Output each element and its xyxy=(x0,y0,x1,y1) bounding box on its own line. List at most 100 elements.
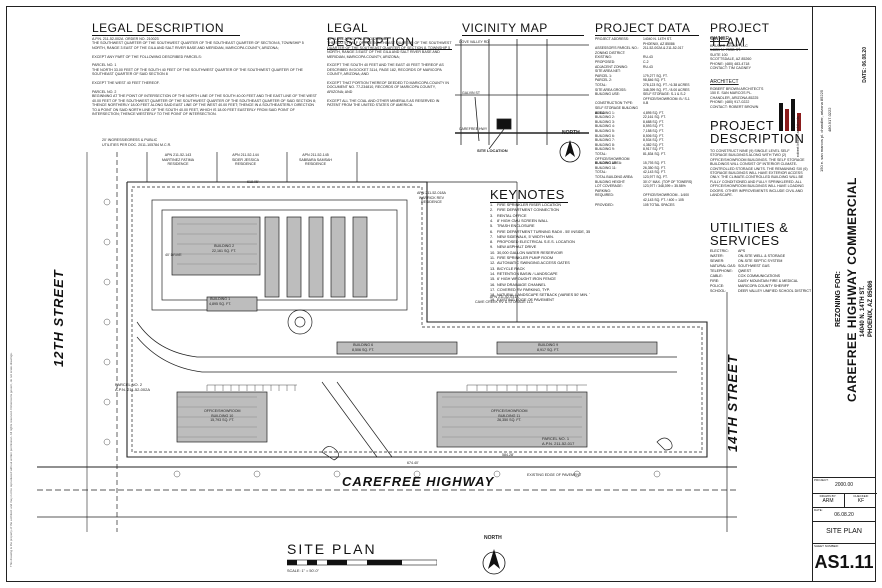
project-data-row: TOTAL: 278,123 SQ. FT. / 6.38 ACRES xyxy=(595,83,703,88)
carefree-highway-label: CAREFREE HIGHWAY xyxy=(342,474,495,489)
utility-row: SCHOOL:DEER VALLEY UNIFIED SCHOOL DISTRI… xyxy=(710,289,811,293)
project-data-row: BUILDING 6:8,506 SQ. FT. xyxy=(595,134,703,139)
project-data-label: ADJACENT ZONING: xyxy=(595,64,628,69)
project-data-value: 14040 N. 14TH ST. xyxy=(643,37,672,41)
project-data-label: OFFICE/SHOWROOM BUILDING AREA: xyxy=(595,156,630,166)
project-data-value: RU-43 xyxy=(643,64,653,69)
project-data-value: 42,143 SQ. FT. xyxy=(643,170,666,175)
drive-label-1: 40' DRIVE xyxy=(165,253,182,257)
vicinity-road-carefree: CAREFREE HWY xyxy=(459,127,488,131)
project-data-row: SELF STORAGE BUILDING AREA: xyxy=(595,106,703,115)
date-cell: DATE: 06.08.20 xyxy=(812,507,876,522)
building-2-label: BUILDING 2 22,161 SQ. FT. xyxy=(212,244,237,253)
sheet-number-cell: SHEET NUMBER: AS1.11 xyxy=(812,543,876,583)
north-arrow-icon xyxy=(559,140,581,163)
keynote-text: RETENTION BASIN / LANDSCAPE xyxy=(497,271,558,276)
legal-description-text: A.P.N. 211-52-002A ORDER NO. 210023 THE … xyxy=(92,37,317,116)
project-data-label: PARKING: xyxy=(595,188,611,193)
owner-info: KRUGER GROUP, LLC 14651 N. 73RD ST. SUIT… xyxy=(710,44,752,71)
north-arrow-icon xyxy=(482,549,506,575)
project-data-label: TOTAL: xyxy=(595,83,607,87)
keynote-item: 4.8' HIGH CMU SCREEN WALL xyxy=(490,219,590,224)
project-data-label: BUILDING USE: xyxy=(595,92,620,97)
project-data-row: BUILDING 1:4,895 SQ. FT. xyxy=(595,111,703,116)
project-data-value: 42,143 SQ. FT. / 400 = 105 xyxy=(643,198,684,202)
vicinity-north-label: NORTH xyxy=(562,130,580,136)
keynote-text: NEW DRAINAGE CHANNEL xyxy=(497,282,546,287)
keynote-item: 3.RENTAL OFFICE xyxy=(490,214,590,219)
project-number-label: PROJECT: xyxy=(814,478,829,482)
project-data-value: OFFICE/SHOWROOM: B / S-1 xyxy=(643,96,690,101)
dim-b-label: 584.28' xyxy=(502,453,514,457)
project-data-label: TOTAL: xyxy=(595,170,607,175)
project-data-row: BUILDING 9:8,917 SQ. FT. xyxy=(595,147,703,152)
project-data-value: 8,688 SQ. FT. xyxy=(643,119,664,124)
project-data-row: BUILDING 7:8,534 SQ. FT. xyxy=(595,138,703,143)
project-data-label: BUILDING 9: xyxy=(595,147,615,152)
date-stamp: DATE: 06.08.20 xyxy=(862,47,868,83)
project-data-value: 8,534 SQ. FT. xyxy=(643,138,664,143)
scale-bar xyxy=(287,559,437,566)
project-data-label: BUILDING 1: xyxy=(595,110,615,115)
project-data-label: SITE AREA NET: xyxy=(595,69,621,74)
date-value: 06.08.20 xyxy=(834,512,854,518)
project-data-value: 15,793 SQ. FT. xyxy=(643,161,666,166)
project-data-label: BUILDING HEIGHT: xyxy=(595,179,626,184)
site-north-label: NORTH xyxy=(484,535,502,541)
project-data-row: PROVIDED:105 TOTAL SPACES xyxy=(595,203,703,208)
vicinity-site-label: SITE LOCATION xyxy=(477,148,508,153)
keynote-item: 17.COVERED RV PARKING, TYP. xyxy=(490,288,590,293)
utility-label: SEWER: xyxy=(710,259,725,263)
utility-row: FIRE:DAISY MOUNTAIN FIRE & MEDICAL xyxy=(710,279,798,283)
keynote-item: 13.BICYCLE RACK xyxy=(490,267,590,272)
project-description-heading: PROJECT DESCRIPTION xyxy=(710,118,805,146)
utility-label: CABLE: xyxy=(710,274,723,278)
keynote-number: 14. xyxy=(490,271,496,276)
project-data-row: OFFICE/SHOWROOM: B / S-1 xyxy=(595,97,703,102)
building-6-label: BUILDING 6 8,506 SQ. FT. xyxy=(352,343,375,352)
keynote-item: 7.NEW SIDEWALK, 5' WIDTH MIN. xyxy=(490,235,590,240)
site-plan-drawing xyxy=(37,152,737,532)
rezoning-for-label: REZONING FOR: xyxy=(835,271,842,327)
project-data-label: BUILDING 2: xyxy=(595,115,615,120)
project-data-row: PROJECT ADDRESS: 14040 N. 14TH ST. xyxy=(595,37,703,42)
keynote-text: RENTAL OFFICE xyxy=(497,213,527,218)
building-1-label: BUILDING 1 4,895 SQ. FT. xyxy=(209,297,232,306)
project-data-row: PARKING: xyxy=(595,189,703,194)
keynote-text: FIRE SPRINKLER RISER LOCATION xyxy=(497,203,562,207)
apn-sider-label: APN 211-52-144 SIDER JESSICA RESIDENCE xyxy=(232,153,259,167)
keynote-text: FIRE SPRINKLER PUMP ROOM xyxy=(497,256,554,260)
project-data-value: 22,161 SQ. FT. xyxy=(643,115,666,120)
utility-value: MARICOPA COUNTY SHERIFF xyxy=(738,284,790,288)
project-data-row: BUILDING 5:7,158 SQ. FT. xyxy=(595,129,703,134)
keynote-text: NATURAL LANDSCAPE SETBACK (VARIES 50' MI… xyxy=(497,293,590,298)
project-data-value: 81,834 SQ. FT. xyxy=(643,152,666,156)
sheet-number: AS1.11 xyxy=(814,552,874,572)
keynote-item: 10.30,000 GALLON WATER RESERVOIR xyxy=(490,251,590,256)
project-data-label: SITE AREA GROSS: xyxy=(595,87,627,92)
project-data-value: 278,123 SQ. FT. / 6.38 ACRES xyxy=(643,83,690,87)
project-data-value: 179,277 SQ. FT. xyxy=(643,73,668,78)
drawing-sheet: This drawing is the property of the arch… xyxy=(6,6,877,583)
utility-value: ON-SITE WELL & STORAGE xyxy=(738,254,786,258)
keynote-text: 30,000 GALLON WATER RESERVOIR xyxy=(497,250,563,255)
utility-value: APS xyxy=(738,249,746,253)
vicinity-map xyxy=(455,39,589,150)
utility-row: POLICE:MARICOPA COUNTY SHERIFF xyxy=(710,284,789,288)
utility-value: COX COMMUNICATIONS xyxy=(738,274,781,278)
project-data-value: OFFICE/SHOWROOM - 1/400 xyxy=(643,193,689,198)
vicinity-map-heading: VICINITY MAP xyxy=(462,21,584,36)
project-data-label: PARCEL 1: xyxy=(595,73,612,78)
project-data-row: BUILDING 11:26,350 SQ. FT. xyxy=(595,166,703,171)
project-data-row: ASSESSOR'S PARCEL NO.:211-52-002A & 211-… xyxy=(595,46,703,51)
project-data-row: 42,143 SQ. FT. / 400 = 105 xyxy=(595,198,703,203)
legal-description-2-text: A.P.N. 211-52-017 FILE NO. 2097987 THE S… xyxy=(327,37,452,108)
date-label: DATE: xyxy=(814,508,823,512)
project-data-value: 26,350 SQ. FT. xyxy=(643,165,666,170)
keynote-item: 14.RETENTION BASIN / LANDSCAPE xyxy=(490,272,590,277)
drawn-by-cell: DRAWN BY: ARM xyxy=(812,493,844,508)
project-data-value: 30'-0" MAX. (TOP OF TOWERS) xyxy=(643,179,693,184)
project-data-label: SELF STORAGE BUILDING AREA: xyxy=(595,106,638,115)
project-data-label: PROJECT ADDRESS: xyxy=(595,37,629,41)
scale-label: SCALE: 1" = 50'-0" xyxy=(287,569,320,573)
